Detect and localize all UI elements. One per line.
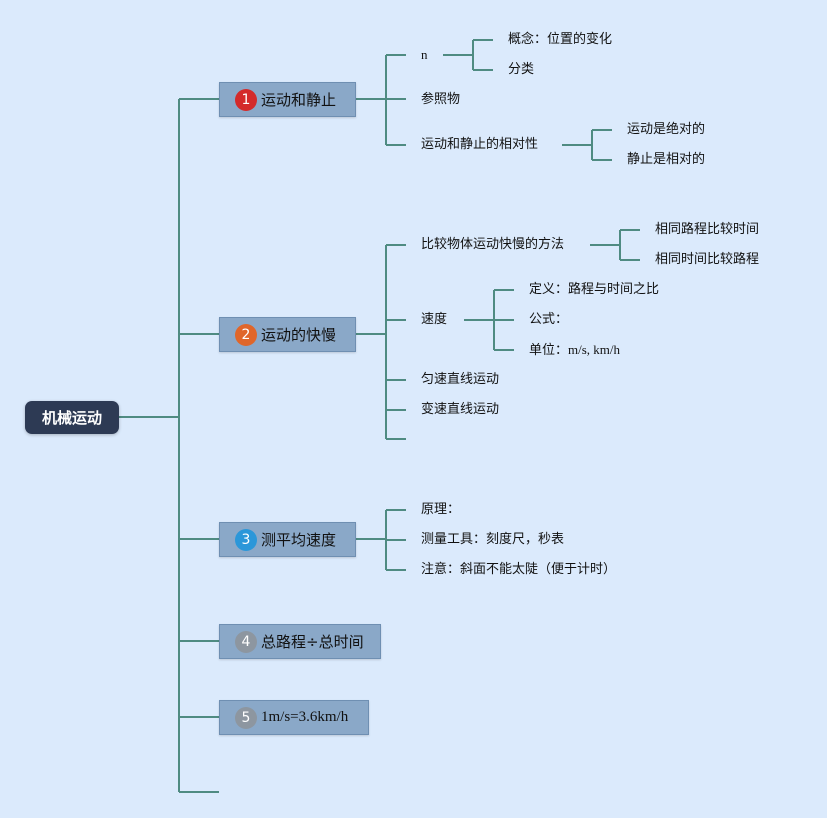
topic-node-4[interactable]: 4 总路程÷总时间 [219, 624, 381, 659]
topic-label-5: 1m/s=3.6km/h [261, 709, 349, 725]
leaf-same-distance[interactable]: 相同路程比较时间 [655, 222, 760, 237]
number-3-icon: 3 [235, 528, 257, 551]
topic-node-5[interactable]: 5 1m/s=3.6km/h [219, 700, 369, 735]
topic-node-3[interactable]: 3 测平均速度 [219, 522, 356, 557]
leaf-classify[interactable]: 分类 [508, 62, 535, 77]
leaf-same-time[interactable]: 相同时间比较路程 [655, 252, 760, 267]
leaf-relative[interactable]: 静止是相对的 [627, 152, 706, 167]
leaf-reference[interactable]: 参照物 [421, 92, 461, 107]
leaf-concept[interactable]: 概念：位置的变化 [508, 32, 613, 47]
leaf-uniform-motion[interactable]: 匀速直线运动 [421, 372, 500, 387]
number-4-icon: 4 [235, 630, 257, 653]
topic-node-1[interactable]: 1 运动和静止 [219, 82, 356, 117]
leaf-unit-label: 单位： [529, 343, 569, 358]
leaf-principle[interactable]: 原理： [421, 502, 461, 517]
leaf-unit-value: m/s, km/h [568, 342, 621, 357]
number-2-icon: 2 [235, 323, 257, 346]
leaf-variable-motion[interactable]: 变速直线运动 [421, 402, 500, 417]
number-1-icon: 1 [235, 88, 257, 111]
leaf-definition[interactable]: 定义：路程与时间之比 [529, 282, 660, 297]
topic-node-2[interactable]: 2 运动的快慢 [219, 317, 356, 352]
leaf-tools[interactable]: 测量工具：刻度尺，秒表 [421, 532, 565, 547]
leaf-note[interactable]: 注意：斜面不能太陡（便于计时） [421, 562, 617, 577]
leaf-unit[interactable]: 单位：m/s, km/h [529, 342, 620, 359]
topic-label-1: 运动和静止 [261, 91, 337, 109]
leaf-speed[interactable]: 速度 [421, 312, 448, 327]
leaf-method[interactable]: 比较物体运动快慢的方法 [421, 237, 565, 252]
leaf-n[interactable]: n [421, 47, 428, 62]
root-label: 机械运动 [41, 409, 102, 427]
topic-label-3: 测平均速度 [261, 531, 337, 549]
number-5-icon: 5 [235, 706, 257, 729]
topic-label-4: 总路程÷总时间 [261, 633, 364, 651]
leaf-absolute[interactable]: 运动是绝对的 [627, 122, 706, 137]
topic-label-2: 运动的快慢 [261, 326, 337, 344]
root-node[interactable]: 机械运动 [25, 401, 119, 434]
leaf-formula[interactable]: 公式： [529, 312, 569, 327]
leaf-relativity[interactable]: 运动和静止的相对性 [421, 137, 539, 152]
